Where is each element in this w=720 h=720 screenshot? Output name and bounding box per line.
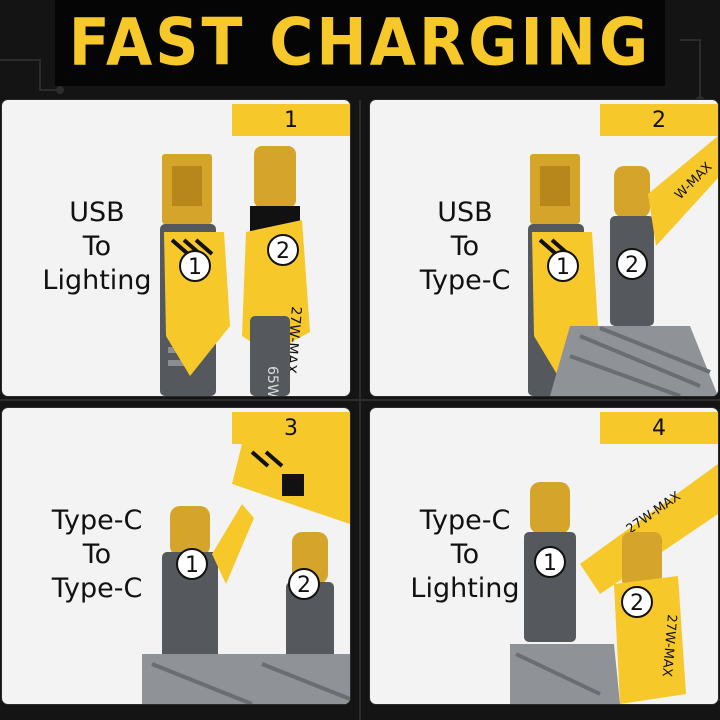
label-line: To <box>82 231 112 262</box>
panel-number-tab: 1 <box>232 104 350 136</box>
cable-illustration: W-MAX 1 2 <box>528 136 718 396</box>
svg-text:2: 2 <box>625 253 639 278</box>
lightning-plug-icon <box>254 146 296 208</box>
label-line: Type-C <box>419 505 511 536</box>
panel-label: Type-C To Type-C <box>22 504 172 606</box>
svg-text:1: 1 <box>543 551 557 576</box>
panel-number-tab: 2 <box>600 104 718 136</box>
cable-illustration: 27W-MAX 27W-MAX 1 2 <box>510 464 718 704</box>
panel-number-tab: 4 <box>600 412 718 444</box>
svg-text:1: 1 <box>556 255 570 280</box>
svg-text:2: 2 <box>630 591 644 616</box>
svg-text:65W: 65W <box>264 366 280 396</box>
title-bar: FAST CHARGING <box>55 0 665 86</box>
svg-text:2: 2 <box>276 239 290 264</box>
svg-text:27W-MAX: 27W-MAX <box>659 614 679 678</box>
type-c-plug-icon <box>170 506 210 556</box>
badge-1-icon <box>176 548 208 580</box>
label-line: Type-C <box>419 265 511 296</box>
svg-text:1: 1 <box>185 553 199 578</box>
svg-text:2: 2 <box>297 573 311 598</box>
page-title: FAST CHARGING <box>68 5 652 81</box>
cable-illustration: 27W-MAX 65W 1 2 <box>160 146 310 396</box>
panel-type-c-to-lighting: 4 Type-C To Lighting 27W-MAX 27W-MAX 1 2 <box>370 408 718 704</box>
label-line: To <box>450 231 480 262</box>
label-line: USB <box>437 197 493 228</box>
panel-label: Type-C To Lighting <box>390 504 540 606</box>
badge-2-icon <box>621 586 653 618</box>
panel-usb-to-lighting: 1 USB To Lighting 27W-MAX 65W 1 2 <box>2 100 350 396</box>
label-line: Type-C <box>51 573 143 604</box>
label-line: To <box>450 539 480 570</box>
badge-2-icon <box>616 248 648 280</box>
panel-label: USB To Type-C <box>390 196 540 298</box>
label-line: Lighting <box>410 573 520 604</box>
panel-label: USB To Lighting <box>22 196 172 298</box>
panel-type-c-to-type-c: 3 Type-C To Type-C 1 2 <box>2 408 350 704</box>
lightning-plug-icon <box>622 532 662 588</box>
panel-usb-to-type-c: 2 USB To Type-C W-MAX 1 2 <box>370 100 718 396</box>
badge-1-icon <box>179 250 211 282</box>
label-line: USB <box>69 197 125 228</box>
label-line: Lighting <box>42 265 152 296</box>
svg-text:1: 1 <box>188 255 202 280</box>
label-line: Type-C <box>51 505 143 536</box>
badge-1-icon <box>534 546 566 578</box>
type-c-plug-icon <box>614 166 650 218</box>
label-line: To <box>82 539 112 570</box>
panel-number-tab: 3 <box>232 412 350 444</box>
badge-2-icon <box>288 568 320 600</box>
cable-illustration: 1 2 <box>142 444 350 704</box>
type-c-plug-icon <box>530 482 570 534</box>
badge-2-icon <box>267 234 299 266</box>
badge-1-icon <box>547 250 579 282</box>
